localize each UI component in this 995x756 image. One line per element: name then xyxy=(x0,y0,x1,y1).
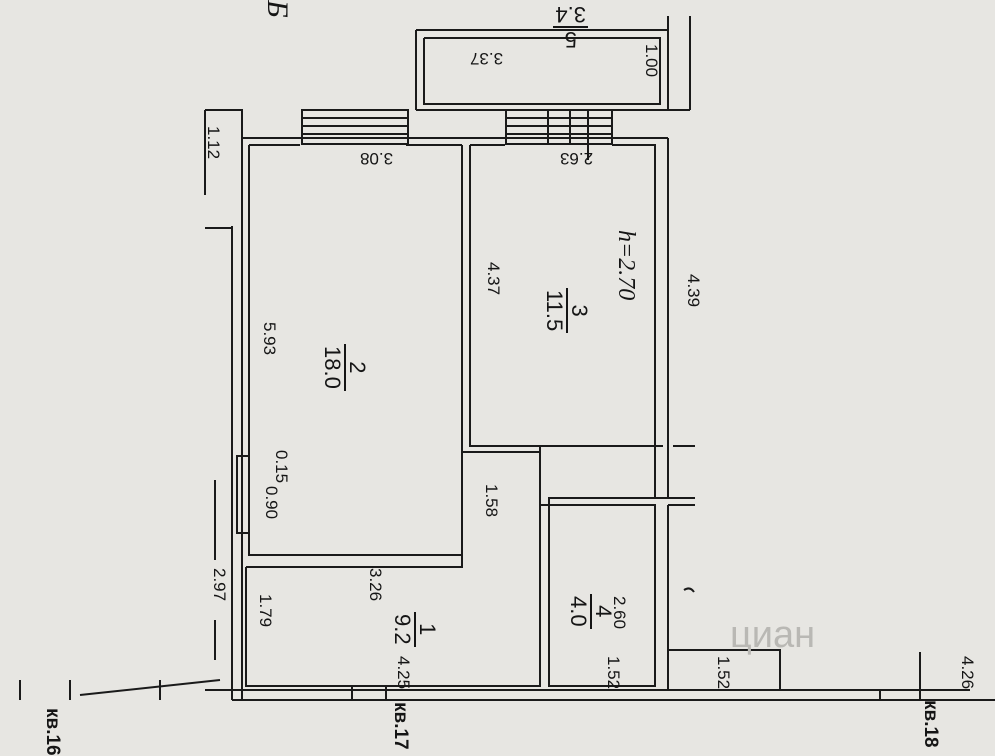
room-number: 5 xyxy=(564,27,577,52)
dim-label: 1.52 xyxy=(714,656,733,690)
dim-label: 3.26 xyxy=(366,568,385,602)
dim-label: 1.58 xyxy=(482,484,501,518)
dim-label: 0.15 xyxy=(272,450,291,484)
room-area: 11.5 xyxy=(542,288,568,334)
dim-label: 2.63 xyxy=(560,149,594,168)
dim-label: 2.97 xyxy=(210,568,229,602)
room-area: 3.4 xyxy=(553,2,588,28)
dim-label: 4.39 xyxy=(684,274,703,308)
room-area: 9.2 xyxy=(390,612,416,647)
watermark: циан xyxy=(730,614,816,656)
dim-label: 3.37 xyxy=(470,49,504,68)
dim-label: 1.52 xyxy=(604,656,623,690)
dim-label: 4.25 xyxy=(394,656,413,690)
neighbor-flat-16: кв.16 xyxy=(42,708,63,756)
dim-label: 0.90 xyxy=(262,486,281,520)
neighbor-flat-18: кв.18 xyxy=(920,700,941,748)
dim-label: 3.08 xyxy=(360,149,394,168)
dim-label: 1.79 xyxy=(256,594,275,628)
dim-label: 4.26 xyxy=(958,656,977,690)
room-number: 1 xyxy=(415,623,440,636)
corner-mark: Б xyxy=(261,0,294,18)
room-area: 4.0 xyxy=(566,594,592,629)
dim-label: 5.93 xyxy=(260,322,279,356)
room-2-outline xyxy=(248,145,463,556)
room-4-outline xyxy=(548,504,656,687)
dim-label: 2.60 xyxy=(610,596,629,630)
room-label-3: 3 11.5 xyxy=(542,288,592,334)
dim-label: 4.37 xyxy=(484,262,503,296)
room-label-4: 4 4.0 xyxy=(566,594,616,629)
dim-label: 1.00 xyxy=(642,44,661,78)
room-label-2: 2 18.0 xyxy=(320,344,370,391)
room-label-5: 5 3.4 xyxy=(553,2,588,52)
dim-label: 1.12 xyxy=(204,126,223,160)
window-hatching xyxy=(301,109,613,700)
room-1-outline xyxy=(246,451,655,568)
room-number: 3 xyxy=(567,304,592,317)
room-number: 2 xyxy=(345,361,370,374)
neighbor-flat-17: кв.17 xyxy=(390,702,411,750)
room-area: 18.0 xyxy=(320,344,346,391)
room-label-1: 1 9.2 xyxy=(390,612,440,647)
height-label: h=2.70 xyxy=(613,230,639,301)
